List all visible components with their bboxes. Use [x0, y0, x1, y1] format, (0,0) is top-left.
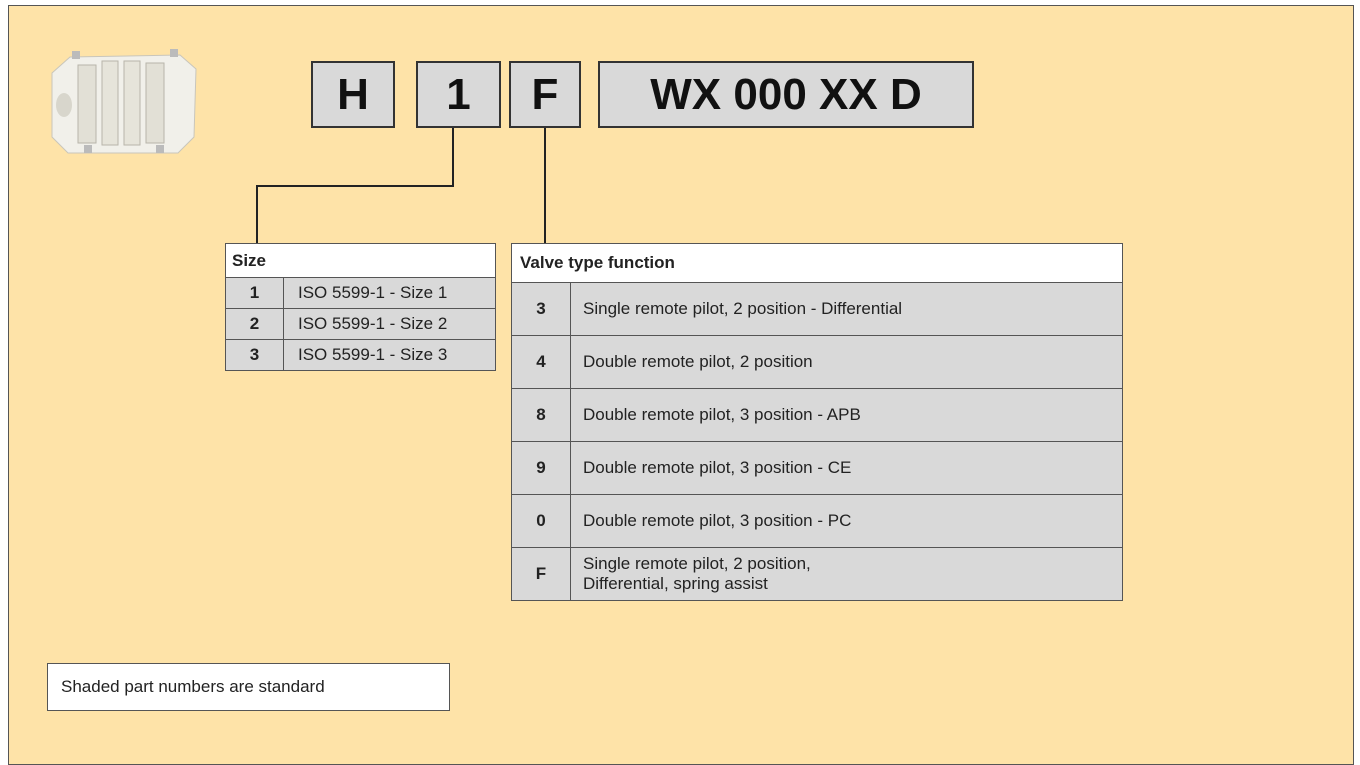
valve-value: Double remote pilot, 2 position: [570, 335, 1123, 389]
size-table: Size 1 ISO 5599-1 - Size 1 2 ISO 5599-1 …: [225, 243, 496, 371]
size-value: ISO 5599-1 - Size 3: [283, 339, 496, 371]
size-key: 1: [225, 277, 284, 309]
size-key: 3: [225, 339, 284, 371]
code-segment-size: 1: [416, 61, 501, 128]
valve-value: Double remote pilot, 3 position - CE: [570, 441, 1123, 495]
size-connector: [256, 128, 454, 243]
size-value: ISO 5599-1 - Size 1: [283, 277, 496, 309]
code-segment-function: F: [509, 61, 581, 128]
valve-value-line: Single remote pilot, 2 position,: [583, 554, 811, 573]
valve-table-header: Valve type function: [511, 243, 1123, 283]
valve-value: Single remote pilot, 2 position - Differ…: [570, 282, 1123, 336]
pneumatic-valve-image: [51, 49, 197, 154]
valve-key: 3: [511, 282, 571, 336]
valve-value: Double remote pilot, 3 position - APB: [570, 388, 1123, 442]
size-value: ISO 5599-1 - Size 2: [283, 308, 496, 340]
code-segment-series: H: [311, 61, 395, 128]
size-table-header: Size: [225, 243, 496, 278]
size-key: 2: [225, 308, 284, 340]
table-row: 9 Double remote pilot, 3 position - CE: [511, 441, 1123, 495]
valve-key: 9: [511, 441, 571, 495]
table-row: 0 Double remote pilot, 3 position - PC: [511, 494, 1123, 548]
valve-key: 4: [511, 335, 571, 389]
standard-parts-note: Shaded part numbers are standard: [47, 663, 450, 711]
valve-key: F: [511, 547, 571, 601]
table-row: 2 ISO 5599-1 - Size 2: [225, 308, 496, 340]
valve-type-table: Valve type function 3 Single remote pilo…: [511, 243, 1123, 601]
valve-value: Double remote pilot, 3 position - PC: [570, 494, 1123, 548]
table-row: 4 Double remote pilot, 2 position: [511, 335, 1123, 389]
table-row: F Single remote pilot, 2 position, Diffe…: [511, 547, 1123, 601]
valve-value: Single remote pilot, 2 position, Differe…: [570, 547, 1123, 601]
table-row: 1 ISO 5599-1 - Size 1: [225, 277, 496, 309]
table-row: 8 Double remote pilot, 3 position - APB: [511, 388, 1123, 442]
valve-value-line: Differential, spring assist: [583, 574, 768, 593]
valve-key: 8: [511, 388, 571, 442]
table-row: 3 Single remote pilot, 2 position - Diff…: [511, 282, 1123, 336]
valve-key: 0: [511, 494, 571, 548]
code-segment-suffix: WX 000 XX D: [598, 61, 974, 128]
table-row: 3 ISO 5599-1 - Size 3: [225, 339, 496, 371]
